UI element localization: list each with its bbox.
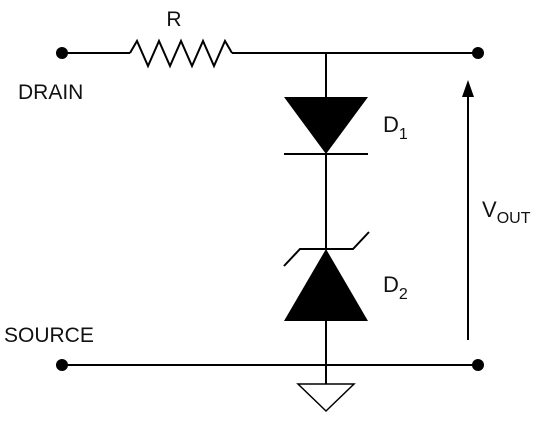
ground-symbol (296, 383, 356, 413)
diode-d1 (284, 97, 368, 154)
resistor (129, 38, 233, 69)
output-top-terminal-dot (472, 47, 484, 59)
source-terminal-dot (56, 359, 68, 371)
vout-label-sub: OUT (497, 210, 531, 227)
d1-label: D1 (383, 112, 408, 143)
d2-label-main: D (383, 272, 399, 297)
output-bottom-terminal-dot (472, 359, 484, 371)
vout-label: VOUT (482, 197, 531, 227)
vout-label-main: V (482, 197, 497, 222)
zener-diode-d2 (284, 249, 368, 321)
source-label: SOURCE (4, 324, 94, 347)
d1-label-main: D (383, 112, 399, 137)
drain-label: DRAIN (18, 81, 83, 104)
vout-arrow-head (462, 80, 474, 97)
resistor-label: R (166, 8, 181, 31)
d2-label: D2 (383, 272, 408, 303)
drain-terminal-dot (56, 47, 68, 59)
zener-d2-bar (283, 231, 370, 267)
d2-label-sub: 2 (399, 286, 408, 303)
d1-label-sub: 1 (399, 126, 408, 143)
